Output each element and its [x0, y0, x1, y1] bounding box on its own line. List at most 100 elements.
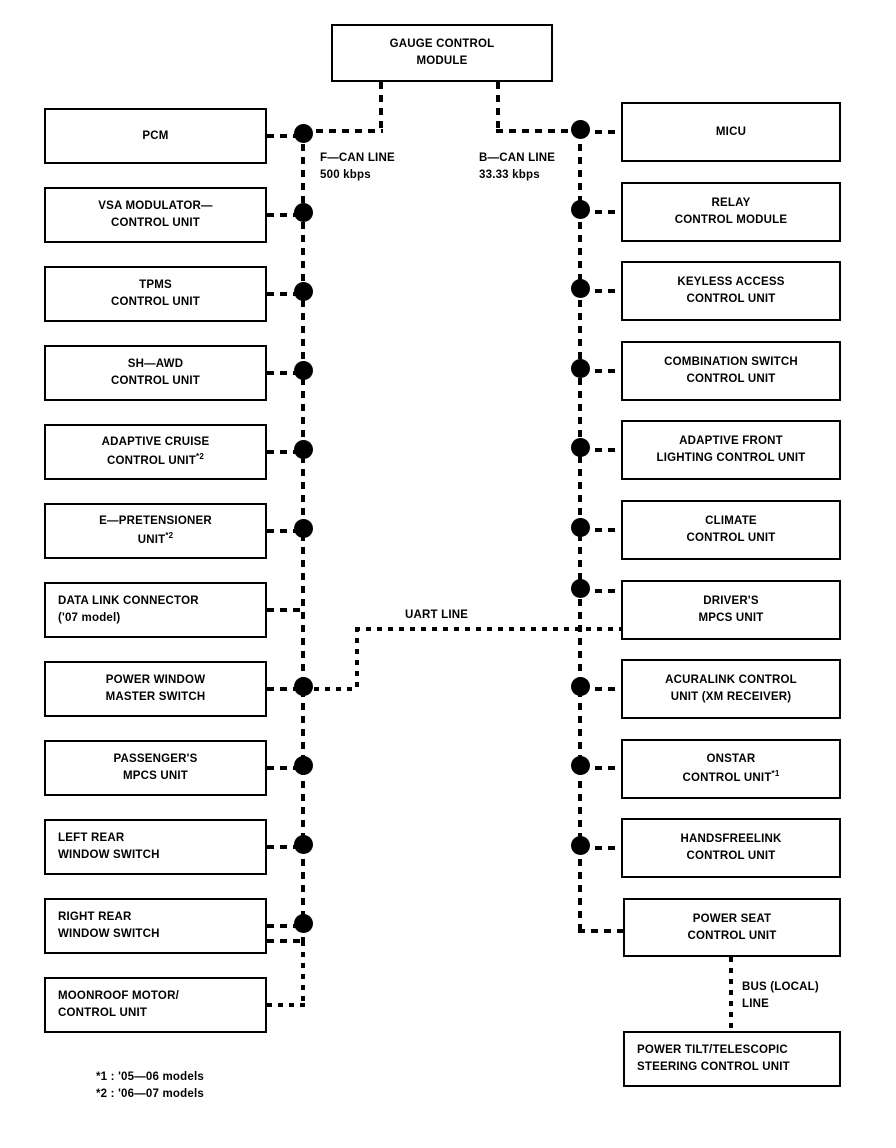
box-label: CLIMATE CONTROL UNIT: [686, 515, 776, 544]
box-climate-control-unit[interactable]: CLIMATE CONTROL UNIT: [621, 500, 841, 560]
node-f-can-pcm: [294, 124, 313, 143]
box-label: POWER WINDOW MASTER SWITCH: [105, 674, 206, 703]
box-label: GAUGE CONTROL MODULE: [389, 38, 495, 67]
gauge-to-fcan-drop: [379, 82, 383, 131]
box-gauge-control-module[interactable]: GAUGE CONTROL MODULE: [331, 24, 553, 82]
node-f-can-right-rear-window-switch: [294, 914, 313, 933]
stub-passengers-mpcs: [267, 766, 305, 770]
box-onstar-control-unit[interactable]: ONSTAR CONTROL UNIT*1: [621, 739, 841, 799]
uart-line-upper-run: [355, 627, 623, 631]
stub-pcm: [267, 134, 305, 138]
box-relay-control-module[interactable]: RELAY CONTROL MODULE: [621, 182, 841, 242]
node-f-can-power-window-master-switch: [294, 677, 313, 696]
box-label: ADAPTIVE CRUISE CONTROL UNIT*2: [101, 436, 210, 467]
node-b-can-micu: [571, 120, 590, 139]
box-label: POWER TILT/TELESCOPIC STEERING CONTROL U…: [637, 1044, 790, 1073]
f-can-terminal-run: [267, 939, 305, 943]
gauge-to-bcan-drop: [496, 82, 500, 131]
stub-right-rear-window-switch: [267, 924, 305, 928]
stub-data-link-connector: [267, 608, 305, 612]
stub-climate-control: [582, 528, 623, 532]
box-micu[interactable]: MICU: [621, 102, 841, 162]
box-power-window-master-switch[interactable]: POWER WINDOW MASTER SWITCH: [44, 661, 267, 717]
stub-vsa: [267, 213, 305, 217]
b-can-terminal-run: [578, 929, 623, 933]
box-combination-switch-control-unit[interactable]: COMBINATION SWITCH CONTROL UNIT: [621, 341, 841, 401]
box-sh-awd-control-unit[interactable]: SH—AWD CONTROL UNIT: [44, 345, 267, 401]
node-f-can-sh-awd: [294, 361, 313, 380]
stub-keyless-access: [582, 289, 623, 293]
box-label: DRIVER'S MPCS UNIT: [698, 595, 764, 624]
node-b-can-keyless-access: [571, 279, 590, 298]
stub-acuralink: [582, 687, 623, 691]
box-left-rear-window-switch[interactable]: LEFT REAR WINDOW SWITCH: [44, 819, 267, 875]
box-label: VSA MODULATOR— CONTROL UNIT: [98, 200, 213, 229]
node-f-can-vsa: [294, 203, 313, 222]
node-b-can-adaptive-front-lighting: [571, 438, 590, 457]
stub-moonroof: [267, 1003, 305, 1007]
stub-drivers-mpcs: [582, 589, 623, 593]
bus-local-line: [729, 957, 733, 1033]
box-keyless-access-control-unit[interactable]: KEYLESS ACCESS CONTROL UNIT: [621, 261, 841, 321]
box-data-link-connector[interactable]: DATA LINK CONNECTOR ('07 model): [44, 582, 267, 638]
stub-adaptive-front-lighting: [582, 448, 623, 452]
box-label: KEYLESS ACCESS CONTROL UNIT: [677, 276, 785, 305]
node-b-can-onstar: [571, 756, 590, 775]
stub-power-window-master-switch: [267, 687, 305, 691]
node-f-can-e-pretensioner: [294, 519, 313, 538]
box-moonroof-motor-control-unit[interactable]: MOONROOF MOTOR/ CONTROL UNIT: [44, 977, 267, 1033]
uart-line-lower-run: [303, 687, 358, 691]
node-f-can-adaptive-cruise: [294, 440, 313, 459]
box-label: DATA LINK CONNECTOR ('07 model): [58, 595, 199, 624]
node-b-can-drivers-mpcs: [571, 579, 590, 598]
box-acuralink-control-unit[interactable]: ACURALINK CONTROL UNIT (XM RECEIVER): [621, 659, 841, 719]
stub-handsfreelink: [582, 846, 623, 850]
stub-onstar: [582, 766, 623, 770]
box-passengers-mpcs-unit[interactable]: PASSENGER'S MPCS UNIT: [44, 740, 267, 796]
box-label: SH—AWD CONTROL UNIT: [110, 358, 201, 387]
box-adaptive-front-lighting-control-unit[interactable]: ADAPTIVE FRONT LIGHTING CONTROL UNIT: [621, 420, 841, 480]
box-label: COMBINATION SWITCH CONTROL UNIT: [664, 356, 798, 385]
bus-local-line-label: BUS (LOCAL) LINE: [742, 981, 819, 1010]
box-adaptive-cruise-control-unit[interactable]: ADAPTIVE CRUISE CONTROL UNIT*2: [44, 424, 267, 480]
box-drivers-mpcs-unit[interactable]: DRIVER'S MPCS UNIT: [621, 580, 841, 640]
box-label: E—PRETENSIONER UNIT*2: [99, 515, 212, 546]
gauge-bcan-run: [496, 129, 584, 133]
box-power-tilt-telescopic-steering-control-unit[interactable]: POWER TILT/TELESCOPIC STEERING CONTROL U…: [623, 1031, 841, 1087]
box-label: TPMS CONTROL UNIT: [110, 279, 201, 308]
box-label: ACURALINK CONTROL UNIT (XM RECEIVER): [665, 674, 797, 703]
box-label: ADAPTIVE FRONT LIGHTING CONTROL UNIT: [656, 435, 806, 464]
box-right-rear-window-switch[interactable]: RIGHT REAR WINDOW SWITCH: [44, 898, 267, 954]
box-pcm[interactable]: PCM: [44, 108, 267, 164]
stub-adaptive-cruise: [267, 450, 305, 454]
box-e-pretensioner-unit[interactable]: E—PRETENSIONER UNIT*2: [44, 503, 267, 559]
stub-sh-awd: [267, 371, 305, 375]
box-tpms-control-unit[interactable]: TPMS CONTROL UNIT: [44, 266, 267, 322]
node-b-can-acuralink: [571, 677, 590, 696]
box-handsfreelink-control-unit[interactable]: HANDSFREELINK CONTROL UNIT: [621, 818, 841, 878]
footnotes: *1 : '05—06 models *2 : '06—07 models: [96, 1071, 204, 1101]
stub-left-rear-window-switch: [267, 845, 305, 849]
box-power-seat-control-unit[interactable]: POWER SEAT CONTROL UNIT: [623, 898, 841, 957]
stub-e-pretensioner: [267, 529, 305, 533]
box-label: HANDSFREELINK CONTROL UNIT: [680, 833, 782, 862]
node-b-can-handsfreelink: [571, 836, 590, 855]
b-can-line-label: B—CAN LINE 33.33 kbps: [479, 152, 556, 181]
node-f-can-left-rear-window-switch: [294, 835, 313, 854]
node-f-can-tpms: [294, 282, 313, 301]
box-label: RELAY CONTROL MODULE: [674, 197, 788, 226]
f-can-line-label: F—CAN LINE 500 kbps: [320, 152, 395, 181]
stub-relay-control-module: [582, 210, 623, 214]
node-b-can-relay-control-module: [571, 200, 590, 219]
node-b-can-climate-control: [571, 518, 590, 537]
box-vsa-modulator-control-unit[interactable]: VSA MODULATOR— CONTROL UNIT: [44, 187, 267, 243]
moonroof-riser: [301, 941, 305, 1005]
stub-micu: [582, 130, 623, 134]
node-f-can-passengers-mpcs: [294, 756, 313, 775]
box-label: POWER SEAT CONTROL UNIT: [687, 912, 777, 942]
box-label: PASSENGER'S MPCS UNIT: [113, 753, 198, 782]
box-label: RIGHT REAR WINDOW SWITCH: [58, 911, 160, 940]
box-label: ONSTAR CONTROL UNIT*1: [682, 753, 780, 784]
node-b-can-combination-switch: [571, 359, 590, 378]
